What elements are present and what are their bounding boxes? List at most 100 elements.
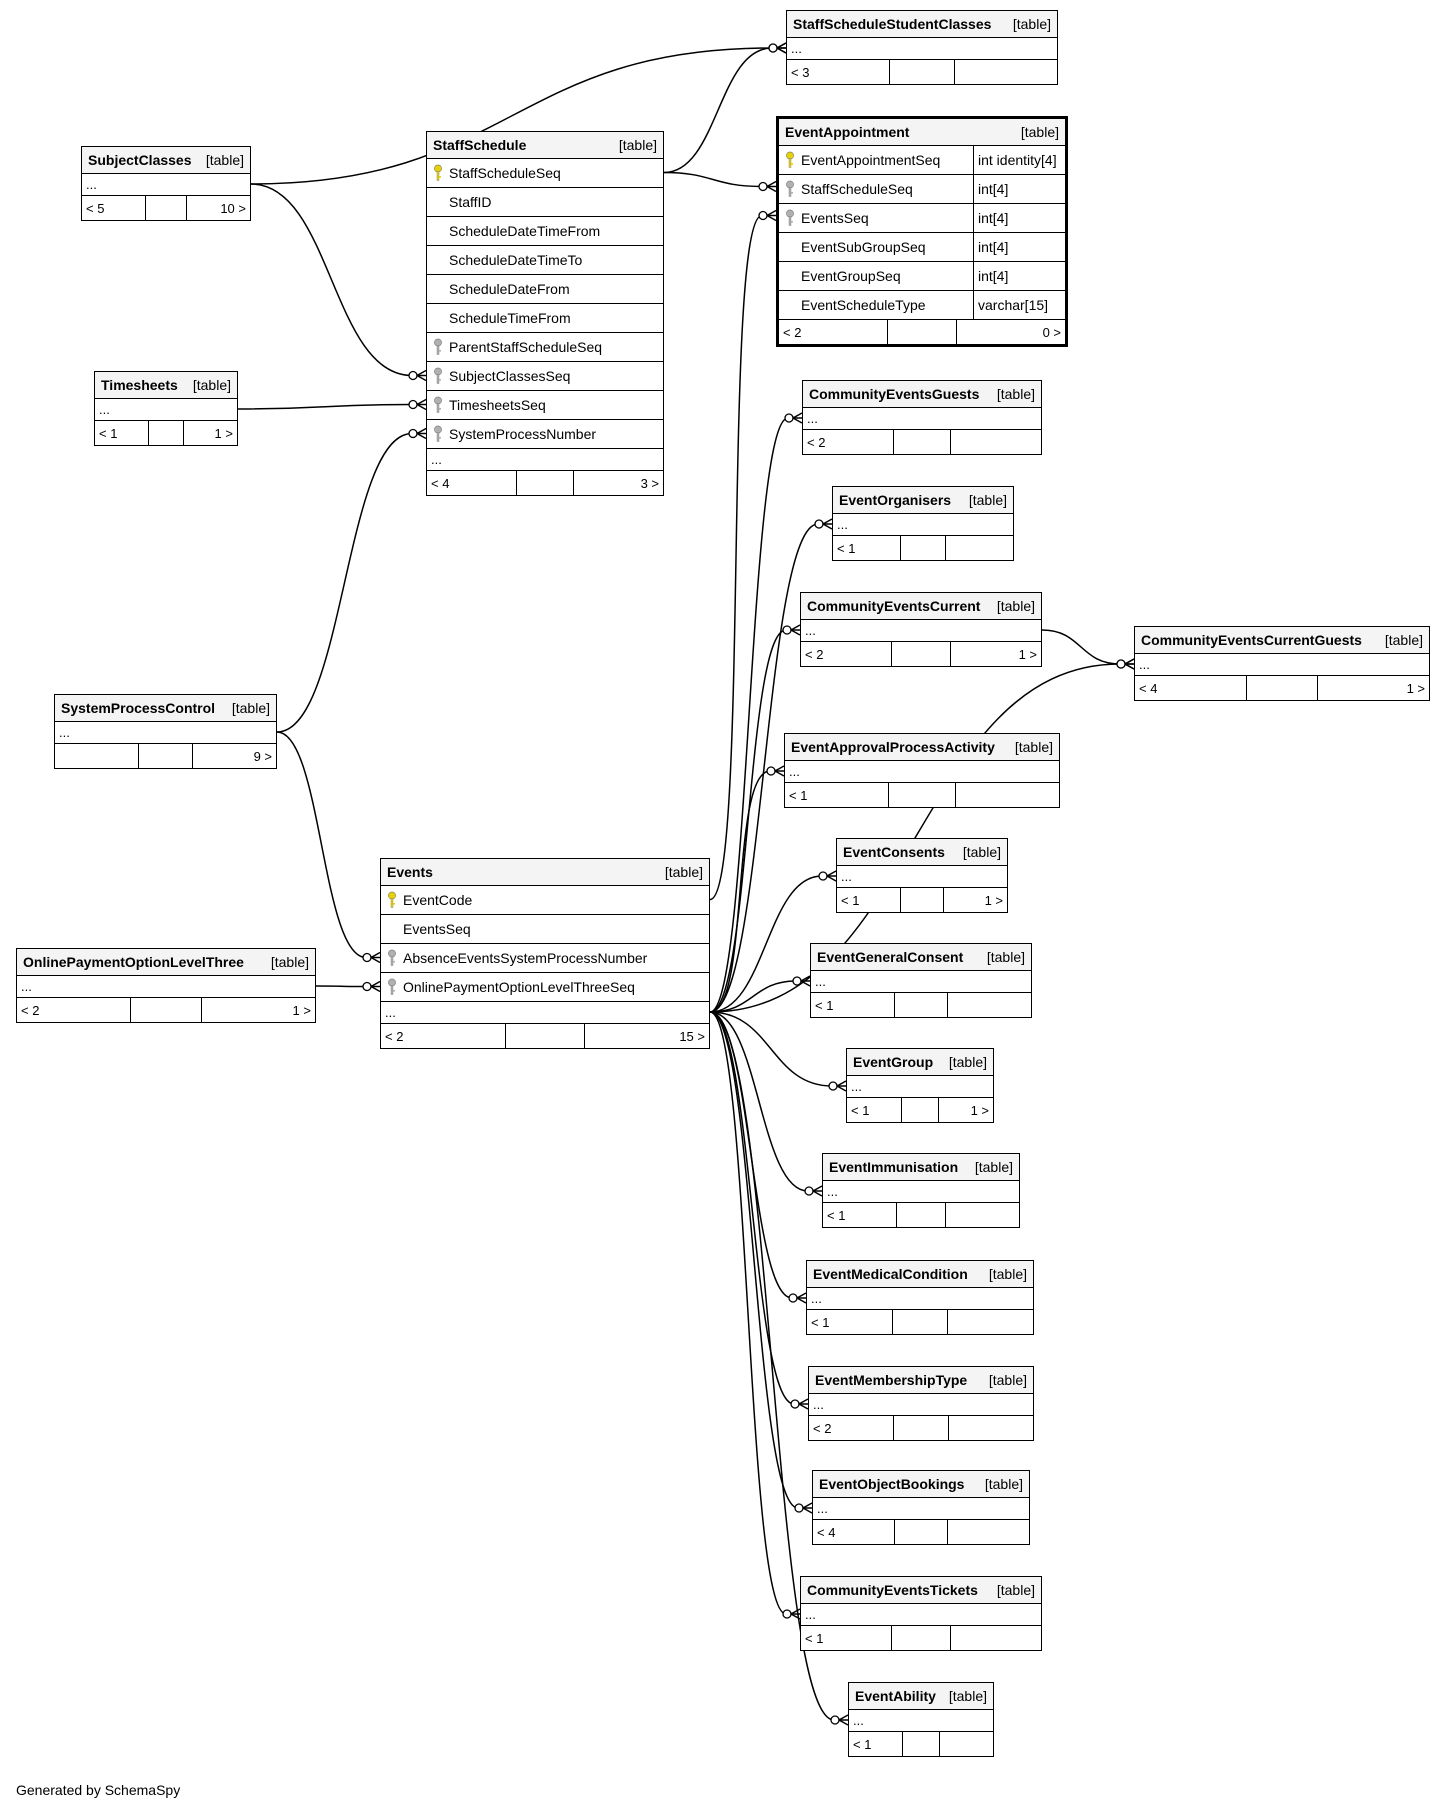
more-columns-ellipsis[interactable]: ... <box>787 38 1057 60</box>
more-columns-ellipsis[interactable]: ... <box>849 1710 993 1732</box>
table-community-events-tickets[interactable]: CommunityEventsTickets[table]...< 1 <box>800 1576 1042 1651</box>
parent-count[interactable]: < 1 <box>851 1102 870 1118</box>
table-community-events-current-guests[interactable]: CommunityEventsCurrentGuests[table]...< … <box>1134 626 1430 701</box>
more-columns-ellipsis[interactable]: ... <box>1135 654 1429 676</box>
child-count[interactable] <box>944 536 1013 560</box>
child-count[interactable] <box>947 993 1031 1017</box>
more-columns-ellipsis[interactable]: ... <box>837 866 1007 888</box>
parent-count[interactable]: < 2 <box>385 1028 404 1044</box>
column-row[interactable]: ScheduleDateTimeFrom <box>427 217 663 246</box>
child-count[interactable] <box>954 60 1057 84</box>
column-row[interactable]: AbsenceEventsSystemProcessNumber <box>381 944 709 973</box>
parent-count[interactable]: < 1 <box>811 1314 830 1330</box>
column-row[interactable]: EventsSeq <box>381 915 709 944</box>
parent-count[interactable]: < 1 <box>789 787 808 803</box>
more-columns-ellipsis[interactable]: ... <box>807 1288 1033 1310</box>
more-columns-ellipsis[interactable]: ... <box>823 1181 1019 1203</box>
parent-count[interactable]: < 1 <box>853 1736 872 1752</box>
child-count[interactable] <box>947 1416 1033 1440</box>
child-count[interactable]: 1 > <box>949 642 1041 666</box>
column-row[interactable]: ScheduleTimeFrom <box>427 304 663 333</box>
column-row[interactable]: OnlinePaymentOptionLevelThreeSeq <box>381 973 709 1002</box>
parent-count[interactable]: < 1 <box>837 540 856 556</box>
more-columns-ellipsis[interactable]: ... <box>811 971 1031 993</box>
parent-count[interactable]: < 2 <box>813 1420 832 1436</box>
table-event-membership-type[interactable]: EventMembershipType[table]...< 2 <box>808 1366 1034 1441</box>
child-count[interactable]: 1 > <box>937 1098 993 1122</box>
child-count[interactable]: 9 > <box>192 744 276 768</box>
child-count[interactable] <box>950 430 1041 454</box>
child-count[interactable] <box>944 1203 1019 1227</box>
child-count[interactable]: 1 > <box>183 421 237 445</box>
more-columns-ellipsis[interactable]: ... <box>833 514 1013 536</box>
parent-count[interactable]: < 2 <box>805 646 824 662</box>
child-count[interactable]: 1 > <box>1316 676 1429 700</box>
more-columns-ellipsis[interactable]: ... <box>82 174 250 196</box>
column-row[interactable]: StaffScheduleSeq <box>427 159 663 188</box>
child-count[interactable] <box>954 783 1059 807</box>
table-event-organisers[interactable]: EventOrganisers[table]...< 1 <box>832 486 1014 561</box>
parent-count[interactable]: < 2 <box>807 434 826 450</box>
parent-count[interactable]: < 3 <box>791 64 810 80</box>
more-columns-ellipsis[interactable]: ... <box>847 1076 993 1098</box>
more-columns-ellipsis[interactable]: ... <box>55 722 276 744</box>
child-count[interactable]: 1 > <box>201 998 315 1022</box>
parent-count[interactable]: < 4 <box>431 475 450 491</box>
column-row[interactable]: ScheduleDateFrom <box>427 275 663 304</box>
table-event-medical-condition[interactable]: EventMedicalCondition[table]...< 1 <box>806 1260 1034 1335</box>
column-row[interactable]: SystemProcessNumber <box>427 420 663 449</box>
parent-count[interactable]: < 5 <box>86 200 105 216</box>
child-count[interactable] <box>938 1732 993 1756</box>
column-row[interactable]: SubjectClassesSeq <box>427 362 663 391</box>
more-columns-ellipsis[interactable]: ... <box>801 1604 1041 1626</box>
table-online-payment-option-level-three[interactable]: OnlinePaymentOptionLevelThree[table]...<… <box>16 948 316 1023</box>
column-row[interactable]: ParentStaffScheduleSeq <box>427 333 663 362</box>
table-event-ability[interactable]: EventAbility[table]...< 1 <box>848 1682 994 1757</box>
table-event-appointment[interactable]: EventAppointment[table] EventAppointment… <box>776 116 1068 347</box>
column-row[interactable]: ScheduleDateTimeTo <box>427 246 663 275</box>
parent-count[interactable] <box>55 744 138 768</box>
table-system-process-control[interactable]: SystemProcessControl[table]...9 > <box>54 694 277 769</box>
parent-count[interactable]: < 1 <box>841 892 860 908</box>
column-row[interactable]: EventCode <box>381 886 709 915</box>
more-columns-ellipsis[interactable]: ... <box>17 976 315 998</box>
more-columns-ellipsis[interactable]: ... <box>785 761 1059 783</box>
parent-count[interactable]: < 1 <box>815 997 834 1013</box>
table-event-immunisation[interactable]: EventImmunisation[table]...< 1 <box>822 1153 1020 1228</box>
more-columns-ellipsis[interactable]: ... <box>813 1498 1029 1520</box>
child-count[interactable] <box>947 1310 1033 1334</box>
more-columns-ellipsis[interactable]: ... <box>803 408 1041 430</box>
parent-count[interactable]: < 1 <box>827 1207 846 1223</box>
more-columns-ellipsis[interactable]: ... <box>801 620 1041 642</box>
parent-count[interactable]: < 1 <box>99 425 118 441</box>
parent-count[interactable]: < 2 <box>783 324 802 340</box>
child-count[interactable] <box>946 1520 1029 1544</box>
more-columns-ellipsis[interactable]: ... <box>381 1002 709 1024</box>
more-columns-ellipsis[interactable]: ... <box>427 449 663 471</box>
child-count[interactable]: 1 > <box>942 888 1007 912</box>
table-community-events-guests[interactable]: CommunityEventsGuests[table]...< 2 <box>802 380 1042 455</box>
parent-count[interactable]: < 1 <box>805 1630 824 1646</box>
parent-count[interactable]: < 4 <box>1139 680 1158 696</box>
child-count[interactable]: 10 > <box>186 196 250 220</box>
parent-count[interactable]: < 4 <box>817 1524 836 1540</box>
child-count[interactable]: 15 > <box>583 1024 709 1048</box>
parent-count[interactable]: < 2 <box>21 1002 40 1018</box>
table-event-object-bookings[interactable]: EventObjectBookings[table]...< 4 <box>812 1470 1030 1545</box>
child-count[interactable] <box>949 1626 1041 1650</box>
more-columns-ellipsis[interactable]: ... <box>95 399 237 421</box>
column-row[interactable]: StaffID <box>427 188 663 217</box>
more-columns-ellipsis[interactable]: ... <box>809 1394 1033 1416</box>
